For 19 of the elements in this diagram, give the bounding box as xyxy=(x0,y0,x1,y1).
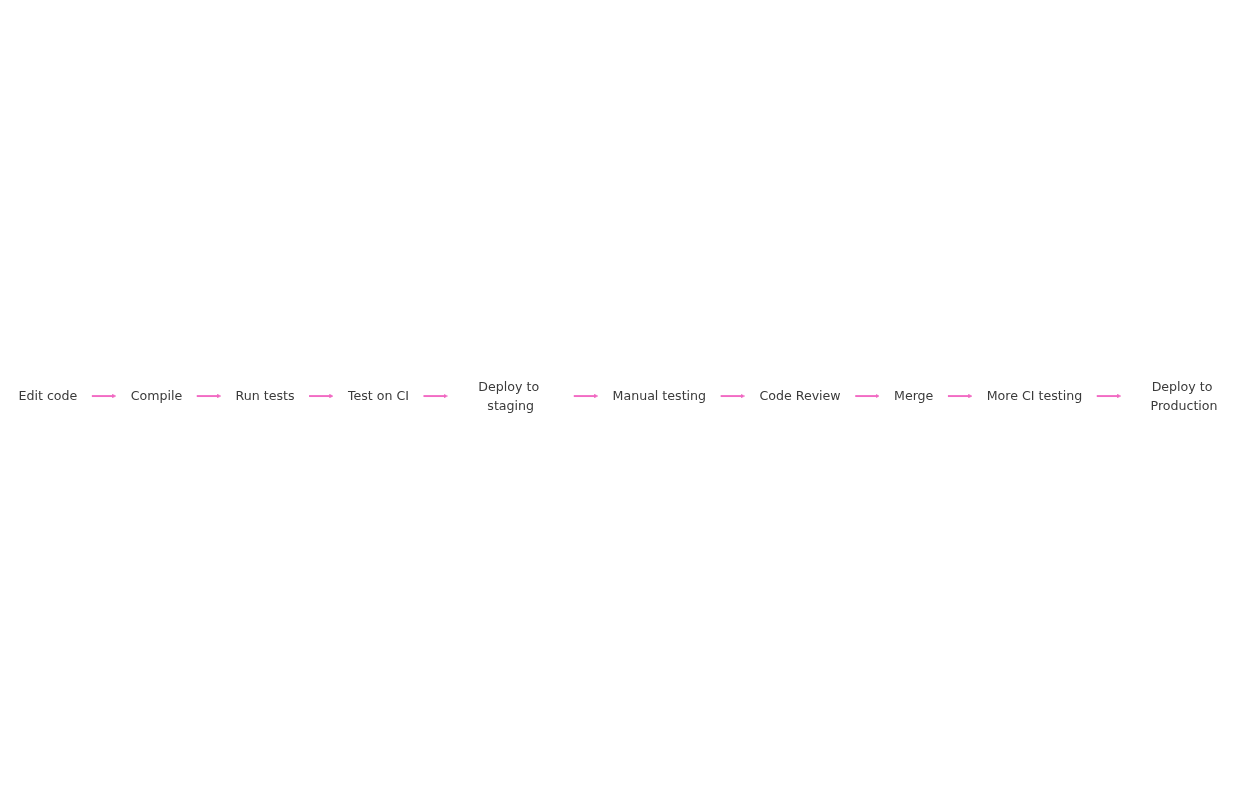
node-text: Manual testing xyxy=(612,388,707,404)
node-text: Edit code xyxy=(18,388,78,404)
arrow xyxy=(308,393,334,399)
arrow xyxy=(946,393,973,399)
node-text: Deploy to Production xyxy=(1150,379,1218,413)
node-text: More CI testing xyxy=(986,388,1083,404)
node-text: Test on CI xyxy=(347,388,409,404)
node-text: Code Review xyxy=(759,388,841,404)
arrow xyxy=(719,393,746,399)
node-text: Compile xyxy=(130,388,183,404)
arrow xyxy=(422,393,448,399)
node-text: Deploy to staging xyxy=(478,379,540,413)
node-text: Merge xyxy=(894,388,934,404)
arrow xyxy=(1095,393,1122,399)
arrow xyxy=(572,393,599,399)
arrow xyxy=(854,393,880,399)
node-text: Run tests xyxy=(235,388,295,404)
arrow xyxy=(195,393,222,399)
arrow xyxy=(90,393,117,399)
